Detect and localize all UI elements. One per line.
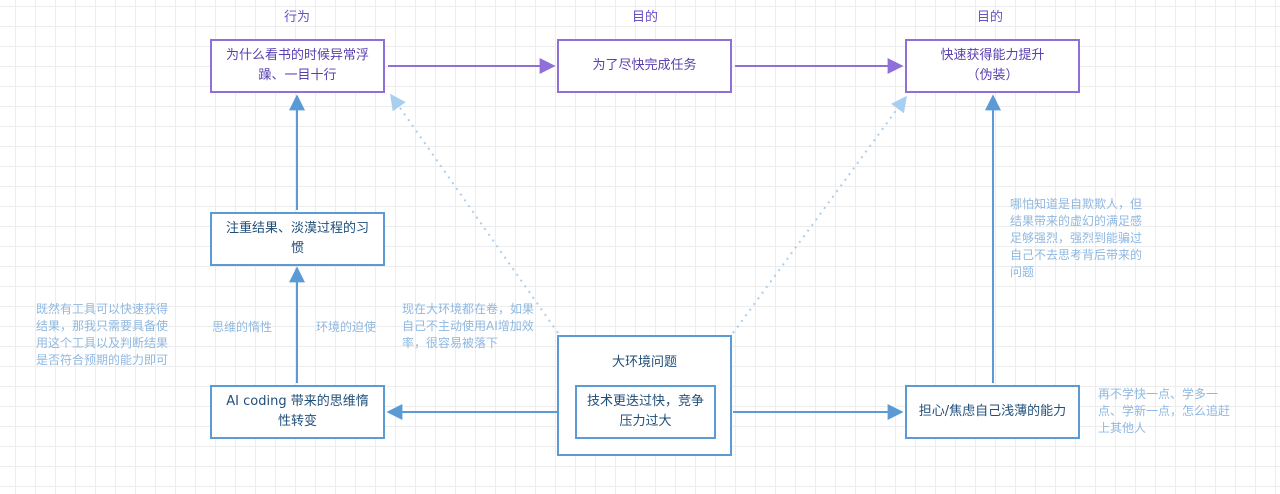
note-tools: 既然有工具可以快速获得结果，那我只需要具备使用这个工具以及判断结果是否符合预期的… xyxy=(36,302,169,367)
dotted-arrow-env-to-ability xyxy=(732,95,907,334)
header-purpose-1: 目的 xyxy=(631,10,658,25)
node-anxiety[interactable]: 担心/焦虑自己浅薄的能力 xyxy=(905,385,1080,439)
header-behavior: 行为 xyxy=(283,10,310,25)
node-result-habit[interactable]: 注重结果、淡漠过程的习惯 xyxy=(210,212,385,266)
note-environment: 现在大环境都在卷，如果自己不主动使用AI增加效率，很容易被落下 xyxy=(402,302,535,350)
label-inertia: 思维的惰性 xyxy=(212,320,273,334)
label-pressure: 环境的迫使 xyxy=(316,320,377,334)
node-finish-task[interactable]: 为了尽快完成任务 xyxy=(557,39,732,93)
dotted-arrow-env-to-reading xyxy=(390,93,559,334)
note-self-deceive: 哪怕知道是自欺欺人，但结果带来的虚幻的满足感足够强烈，强烈到能骗过自己不去思考背… xyxy=(1010,197,1143,279)
node-environment-label: 大环境问题 xyxy=(611,355,677,370)
node-tech-fast[interactable]: 技术更迭过快，竞争压力过大 xyxy=(575,385,716,439)
header-purpose-2: 目的 xyxy=(976,10,1003,25)
node-ai-shift[interactable]: AI coding 带来的思维惰性转变 xyxy=(210,385,385,439)
node-impatient-reading[interactable]: 为什么看书的时候异常浮躁、一目十行 xyxy=(210,39,385,93)
node-ability-up[interactable]: 快速获得能力提升 （伪装） xyxy=(905,39,1080,93)
note-learn-more: 再不学快一点、学多一点、学新一点，怎么追赶上其他人 xyxy=(1098,387,1231,435)
